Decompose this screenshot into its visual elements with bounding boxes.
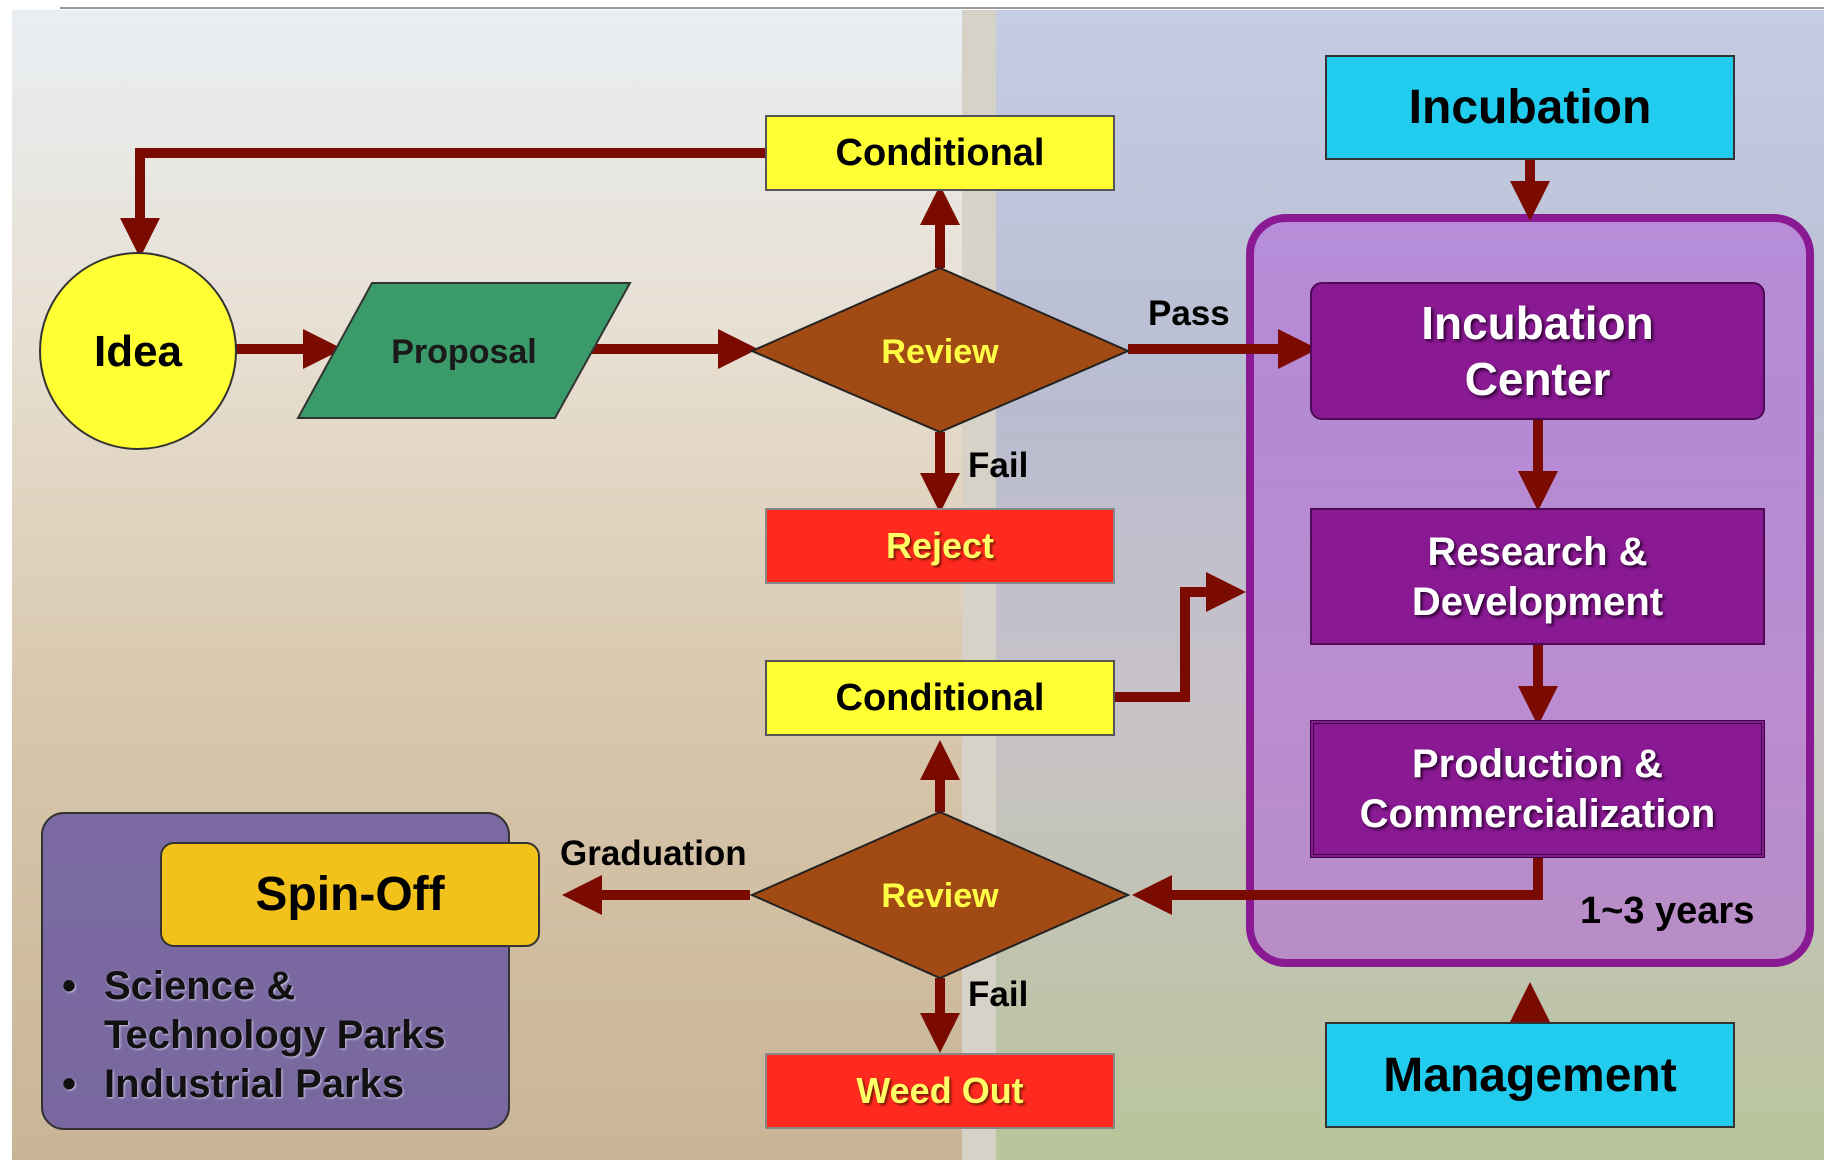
production-line1: Production &: [1411, 742, 1664, 786]
production-node: Production & Commercialization: [1310, 720, 1765, 858]
arrow-conditional-to-idea: [120, 148, 765, 258]
incubation-label: Incubation: [1408, 81, 1652, 134]
idea-label: Idea: [94, 327, 183, 376]
conditional-top-node: Conditional: [765, 115, 1115, 191]
destination-line: Industrial Parks: [104, 1062, 405, 1106]
management-node: Management: [1325, 1022, 1735, 1128]
destination-item: • Science & Technology Parks: [62, 962, 502, 1060]
destination-line: Science &: [104, 964, 296, 1008]
rnd-line2: Development: [1411, 579, 1664, 624]
incubation-center-node: Incubation Center: [1310, 282, 1765, 420]
conditional-mid-node: Conditional: [765, 660, 1115, 736]
review-bottom-label: Review: [881, 877, 999, 915]
duration-label: 1~3 years: [1580, 890, 1755, 932]
conditional-mid-label: Conditional: [835, 676, 1045, 719]
incubation-center-line2: Center: [1464, 353, 1611, 405]
management-label: Management: [1383, 1048, 1677, 1102]
rnd-node: Research & Development: [1310, 508, 1765, 645]
fail-bottom-label: Fail: [968, 975, 1029, 1014]
conditional-top-label: Conditional: [835, 131, 1045, 174]
arrow-production-to-review: [1132, 858, 1543, 915]
weed-out-node: Weed Out: [765, 1053, 1115, 1129]
spin-off-destination-list: • Science & Technology Parks • Industria…: [62, 962, 502, 1109]
pass-label: Pass: [1148, 294, 1230, 333]
idea-node: [39, 252, 237, 450]
proposal-label: Proposal: [391, 333, 536, 371]
graduation-label: Graduation: [560, 834, 747, 873]
incubation-center-line1: Incubation: [1421, 297, 1654, 349]
review-bottom-node: [749, 810, 1131, 980]
bullet-icon: •: [62, 1062, 77, 1106]
review-top-label: Review: [881, 333, 999, 371]
production-line2: Commercialization: [1359, 792, 1716, 836]
reject-label: Reject: [885, 525, 995, 566]
proposal-node: [296, 282, 632, 419]
bullet-icon: •: [62, 964, 77, 1008]
rnd-line1: Research &: [1427, 529, 1648, 574]
spin-off-node: Spin-Off: [160, 842, 540, 947]
destination-item: • Industrial Parks: [62, 1060, 502, 1109]
reject-node: Reject: [765, 508, 1115, 584]
photo-divider: [962, 10, 996, 1160]
arrow-conditional-to-rnd: [1115, 572, 1246, 702]
incubation-node: Incubation: [1325, 55, 1735, 160]
destination-line: Technology Parks: [104, 1013, 446, 1057]
review-top-node: [749, 266, 1131, 434]
fail-top-label: Fail: [968, 446, 1029, 485]
spin-off-label: Spin-Off: [255, 868, 445, 921]
weed-out-label: Weed Out: [856, 1070, 1024, 1111]
